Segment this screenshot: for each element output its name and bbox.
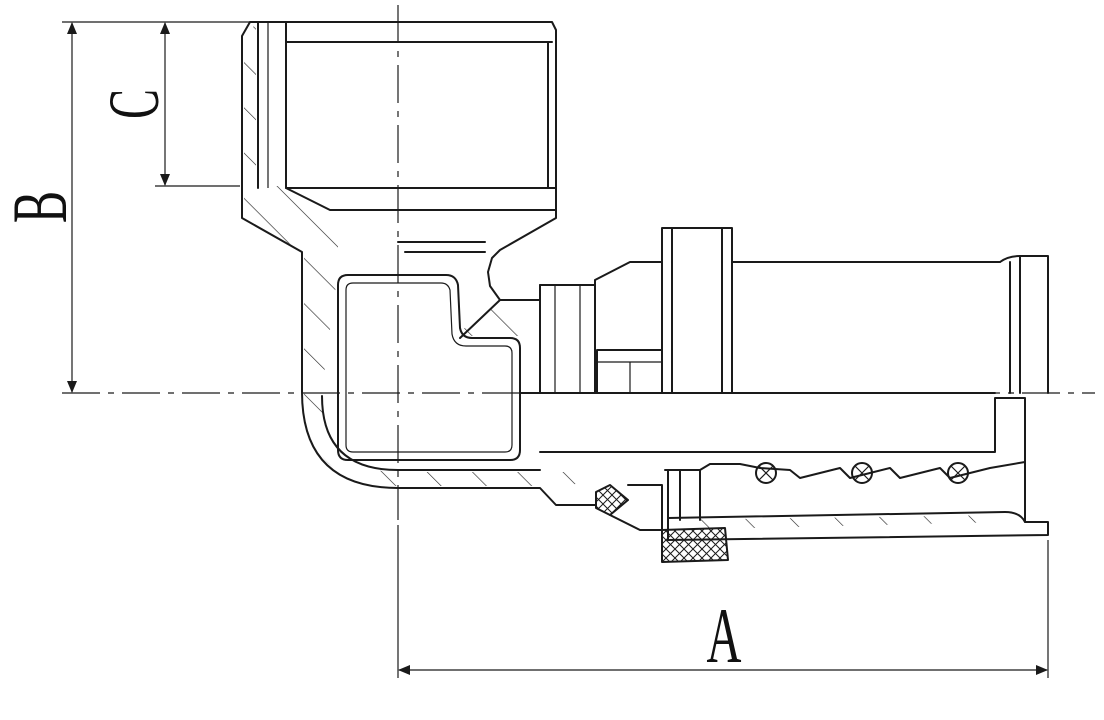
retainer-fill [662,528,728,562]
insert-outer-top [539,397,1026,523]
nut-taper [594,261,663,394]
sleeve-tube [731,255,1049,394]
hatched-sections [244,24,1005,530]
hatch-body-lower [540,472,595,488]
seal-ring [595,484,629,516]
o-ring-1 [755,462,777,484]
hatch-neck [462,302,520,336]
elbow-outer-contour [241,21,596,506]
o-ring-2 [851,462,873,484]
hex-nut [539,261,663,394]
socket-bore [285,21,557,189]
socket-shoulder [285,187,557,211]
hatch-tube-lower [668,515,1005,530]
dim-b-label: B [0,191,84,223]
o-ring-2-cross [854,465,870,481]
dimension-b: B [0,21,250,393]
dim-a-label: A [707,593,742,680]
insert-tooth-profile [664,461,1026,479]
sleeve-end-flare [999,255,1049,394]
dim-c-label: C [94,89,173,119]
o-ring-1-cross [758,465,774,481]
elbow-body [241,21,596,506]
dimension-c: C [94,22,240,187]
hatch-bend [304,392,540,486]
insert-lower-wall [667,511,1049,541]
insert-section [519,392,1049,563]
nut-body [539,284,596,394]
inner-chamber-outer [337,274,521,461]
seal-ring-fill [596,485,628,515]
o-ring-3-cross [950,465,966,481]
inner-chamber-inner [345,282,513,453]
hatch-socket-left [244,24,338,390]
retainer [661,527,729,563]
o-ring-3 [947,462,969,484]
dimension-a: A [397,525,1049,680]
press-collar [661,227,733,394]
